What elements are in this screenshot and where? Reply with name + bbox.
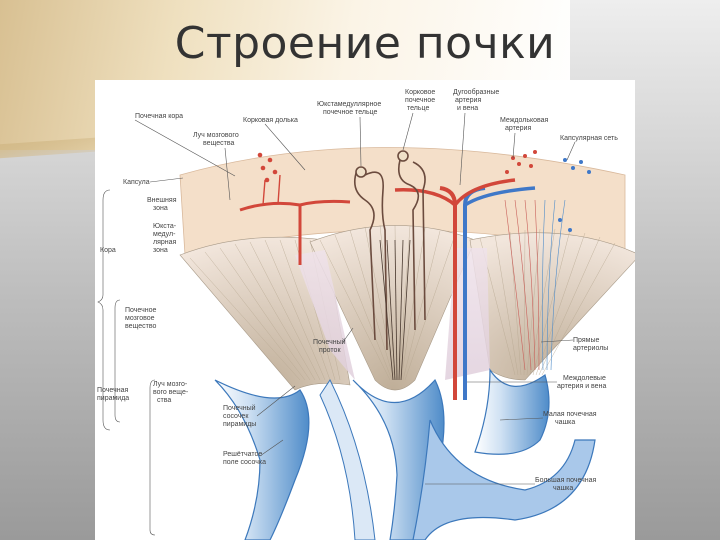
zone-brackets: [97, 189, 156, 536]
label-medulla-2: мозговое: [125, 315, 155, 322]
label-major-calyx-1: Большая почечная: [535, 477, 597, 484]
label-medullary-ray-1: Луч мозгового: [193, 132, 239, 139]
label-cortical-body-2: почечное: [405, 97, 435, 104]
label-outer-zone-2: зона: [153, 205, 168, 212]
label-cortical-lobule: Корковая долька: [243, 117, 298, 124]
arcuate-artery-left: [239, 152, 351, 265]
label-medullary-ray-2: вещества: [203, 140, 234, 147]
collecting-ducts: [379, 239, 411, 381]
label-outer-zone-1: Внешняя: [147, 197, 177, 204]
kidney-diagram-svg: Почечная кора Корковая долька Луч мозгов…: [97, 88, 635, 540]
label-medulla-3: вещество: [125, 323, 156, 330]
label-vasa-recta-1: Прямые: [573, 337, 599, 344]
diagram-labels: Почечная кора Корковая долька Луч мозгов…: [97, 88, 618, 492]
nephron-tubules: [354, 150, 426, 351]
kidney-structure-diagram: Почечная кора Корковая долька Луч мозгов…: [95, 80, 635, 540]
label-pyramid-1: Почечная: [97, 387, 128, 394]
label-major-calyx-2: чашка: [553, 485, 573, 492]
minor-calyx-left: [214, 379, 310, 540]
label-collecting-duct-2: проток: [319, 347, 341, 354]
label-capsule: Капсула: [123, 179, 150, 186]
major-calyx: [412, 419, 596, 540]
label-capsular-network: Капсулярная сеть: [560, 135, 618, 142]
label-minor-calyx-1: Малая почечная: [543, 411, 597, 418]
label-jm-zone-4: зона: [153, 247, 168, 254]
label-juxtamedullary-body-1: Юкстамедуллярное: [317, 101, 381, 108]
interlobar-vessels: [394, 150, 591, 400]
label-juxtamedullary-body-2: почечное тельце: [323, 109, 378, 116]
label-medullary-ray2-2: вого веще-: [153, 389, 189, 396]
label-jm-zone-1: Юкста-: [153, 223, 177, 230]
label-area-cribrosa-1: Решётчатое: [223, 451, 262, 458]
renal-pyramid-right: [469, 228, 635, 381]
minor-calyx-right: [474, 368, 550, 455]
label-cortex: Кора: [100, 247, 116, 254]
label-arcuate-3: и вена: [457, 105, 478, 112]
label-pyramid-2: пирамида: [97, 395, 129, 402]
slide-title: Строение почки: [174, 18, 556, 69]
label-interlobular-artery-2: артерия: [505, 125, 531, 132]
renal-column-left: [295, 250, 355, 380]
label-renal-cortex: Почечная кора: [135, 113, 183, 120]
label-minor-calyx-2: чашка: [555, 419, 575, 426]
label-cortical-body-1: Корковое: [405, 89, 435, 96]
label-arcuate-1: Дугообразные: [453, 88, 499, 96]
label-papilla-2: сосочек: [223, 413, 249, 420]
label-medulla-1: Почечное: [125, 307, 156, 314]
label-interlobar-2: артерия и вена: [557, 383, 606, 390]
label-papilla-3: пирамиды: [223, 421, 256, 428]
label-jm-zone-2: медул-: [153, 231, 176, 238]
label-area-cribrosa-2: поле сосочка: [223, 459, 266, 466]
label-interlobular-artery-1: Междольковая: [500, 117, 549, 124]
label-jm-zone-3: лярная: [153, 239, 177, 246]
label-medullary-ray2-3: ства: [157, 397, 171, 404]
label-vasa-recta-2: артериолы: [573, 345, 608, 352]
label-medullary-ray2-1: Луч мозго-: [153, 381, 188, 388]
label-interlobar-1: Междолевые: [563, 375, 606, 382]
label-collecting-duct-1: Почечный: [313, 338, 346, 346]
label-papilla-1: Почечный: [223, 404, 256, 412]
label-arcuate-2: артерия: [455, 97, 481, 104]
label-cortical-body-3: тельце: [407, 105, 429, 112]
